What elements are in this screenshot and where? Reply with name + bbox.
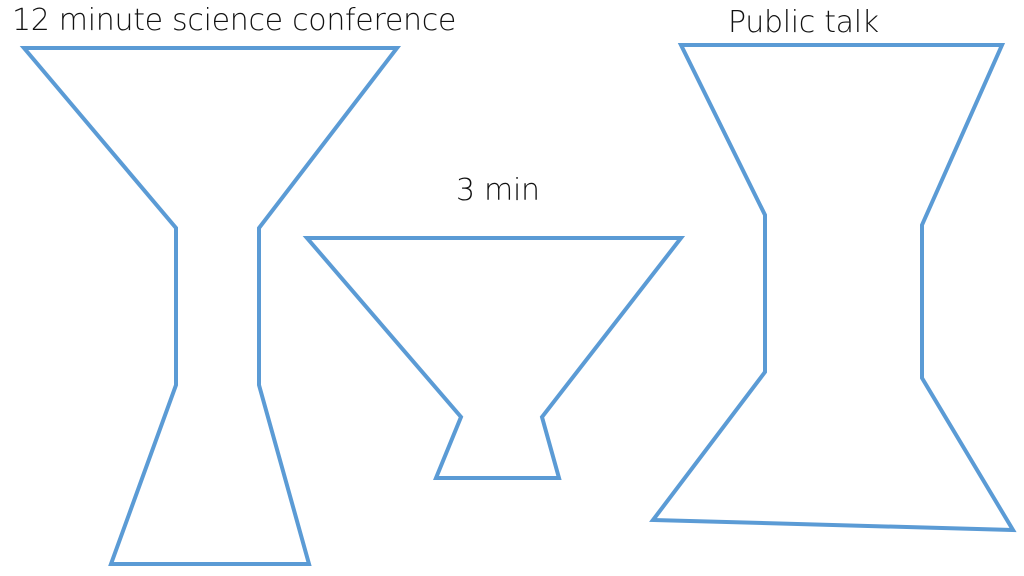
- label-science-conference: 12 minute science conference: [12, 3, 457, 38]
- shape-three-min: [302, 236, 686, 480]
- label-public-talk: Public talk: [728, 5, 879, 40]
- label-three-min: 3 min: [456, 173, 540, 208]
- shape-public-talk: [649, 43, 1017, 533]
- shape-science-conference: [19, 46, 402, 566]
